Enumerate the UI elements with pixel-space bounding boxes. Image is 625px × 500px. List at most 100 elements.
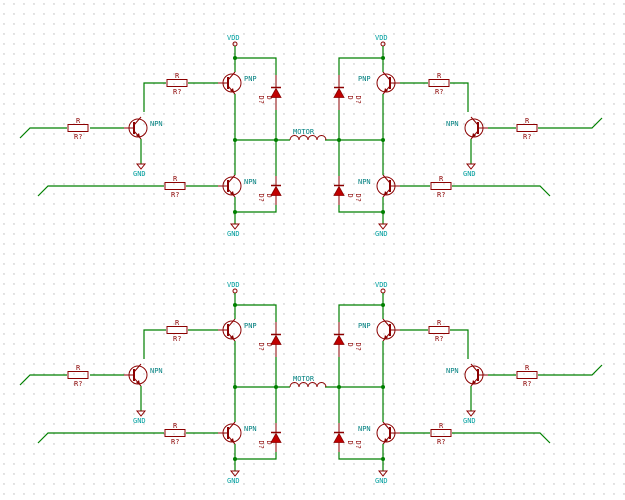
resistor: RR? [67,117,89,141]
gnd-label: GND [375,477,388,485]
transistor-arrow [472,380,476,384]
wire [338,293,384,322]
junction-dot [337,138,341,142]
wire [452,432,551,444]
npn-transistor: NPN [446,116,488,140]
gnd-triangle [465,163,477,170]
resistor: RR? [166,72,188,96]
diode-value: D [346,441,354,445]
wire [19,127,67,139]
gnd-label: GND [227,477,240,485]
wire [338,46,384,75]
wire [37,185,164,197]
transistor-arrow [384,438,388,442]
diode-triangle [333,432,345,443]
diode-triangle [270,432,282,443]
diode-triangle [333,87,345,98]
junction-dot [233,210,237,214]
diode-ref: D? [257,441,265,449]
junction-dot [233,56,237,60]
wire [338,444,384,460]
motor-label: MOTOR [293,128,315,136]
resistor-ref: R? [74,133,82,141]
resistor: RR? [164,422,186,446]
pnp-transistor: PNP [218,318,257,342]
transistor-collector [470,363,479,373]
gnd-triangle [465,410,477,417]
junction-dot [337,385,341,389]
transistor-arrow [384,191,388,195]
gnd-label: GND [133,170,146,178]
resistor-body [516,371,538,379]
pnp-label: PNP [358,322,371,330]
diode-ref: D? [257,96,265,104]
resistor-value: R [173,175,178,183]
resistor-body [164,182,186,190]
resistor-value: R [175,319,180,327]
transistor-collector [227,71,236,81]
transistor-arrow [136,133,140,137]
resistor-ref: R? [435,88,443,96]
resistor: RR? [166,319,188,343]
wire [234,293,277,322]
transistor-collector [470,116,479,126]
diode-value: D [265,343,273,347]
gnd-label: GND [133,417,146,425]
resistor-ref: R? [435,335,443,343]
npn-transistor: NPN [218,421,257,445]
transistor-collector [133,116,142,126]
resistor-value: R [437,319,442,327]
gnd-triangle [135,163,147,170]
gnd-symbol: GND [133,410,147,425]
diode-triangle [333,334,345,345]
resistor-body [428,79,450,87]
resistor-body [166,79,188,87]
resistor-body [430,182,452,190]
motor-label: MOTOR [293,375,315,383]
npn-label: NPN [446,120,459,128]
junction-dot [381,385,385,389]
diode: DD? [257,322,282,357]
resistor-ref: R? [437,438,445,446]
transistor-collector [382,318,391,328]
junction-dot [381,457,385,461]
npn-label: NPN [358,425,371,433]
resistor: RR? [516,117,538,141]
pnp-label: PNP [244,322,257,330]
junction-dot [381,210,385,214]
wire [338,197,384,213]
gnd-label: GND [227,230,240,238]
vdd-label: VDD [375,281,388,289]
resistor-value: R [76,364,81,372]
wire [143,82,166,112]
transistor-arrow [230,438,234,442]
gnd-label: GND [375,230,388,238]
transistor-arrow [472,133,476,137]
vdd-label: VDD [375,34,388,42]
transistor-arrow [384,335,388,339]
gnd-symbol: GND [227,470,241,485]
gnd-triangle [377,470,389,477]
gnd-triangle [135,410,147,417]
inductor-coil [316,382,327,388]
resistor-ref: R? [171,438,179,446]
transistor-collector [227,318,236,328]
gnd-symbol: GND [375,223,389,238]
wire [538,117,603,129]
diode-ref: D? [354,343,362,351]
gnd-label: GND [463,417,476,425]
gnd-triangle [229,223,241,230]
npn-transistor: NPN [358,174,400,198]
diode-value: D [346,194,354,198]
wire [450,82,469,112]
npn-transistor: NPN [358,421,400,445]
junction-dot [233,303,237,307]
diode-value: D [346,96,354,100]
